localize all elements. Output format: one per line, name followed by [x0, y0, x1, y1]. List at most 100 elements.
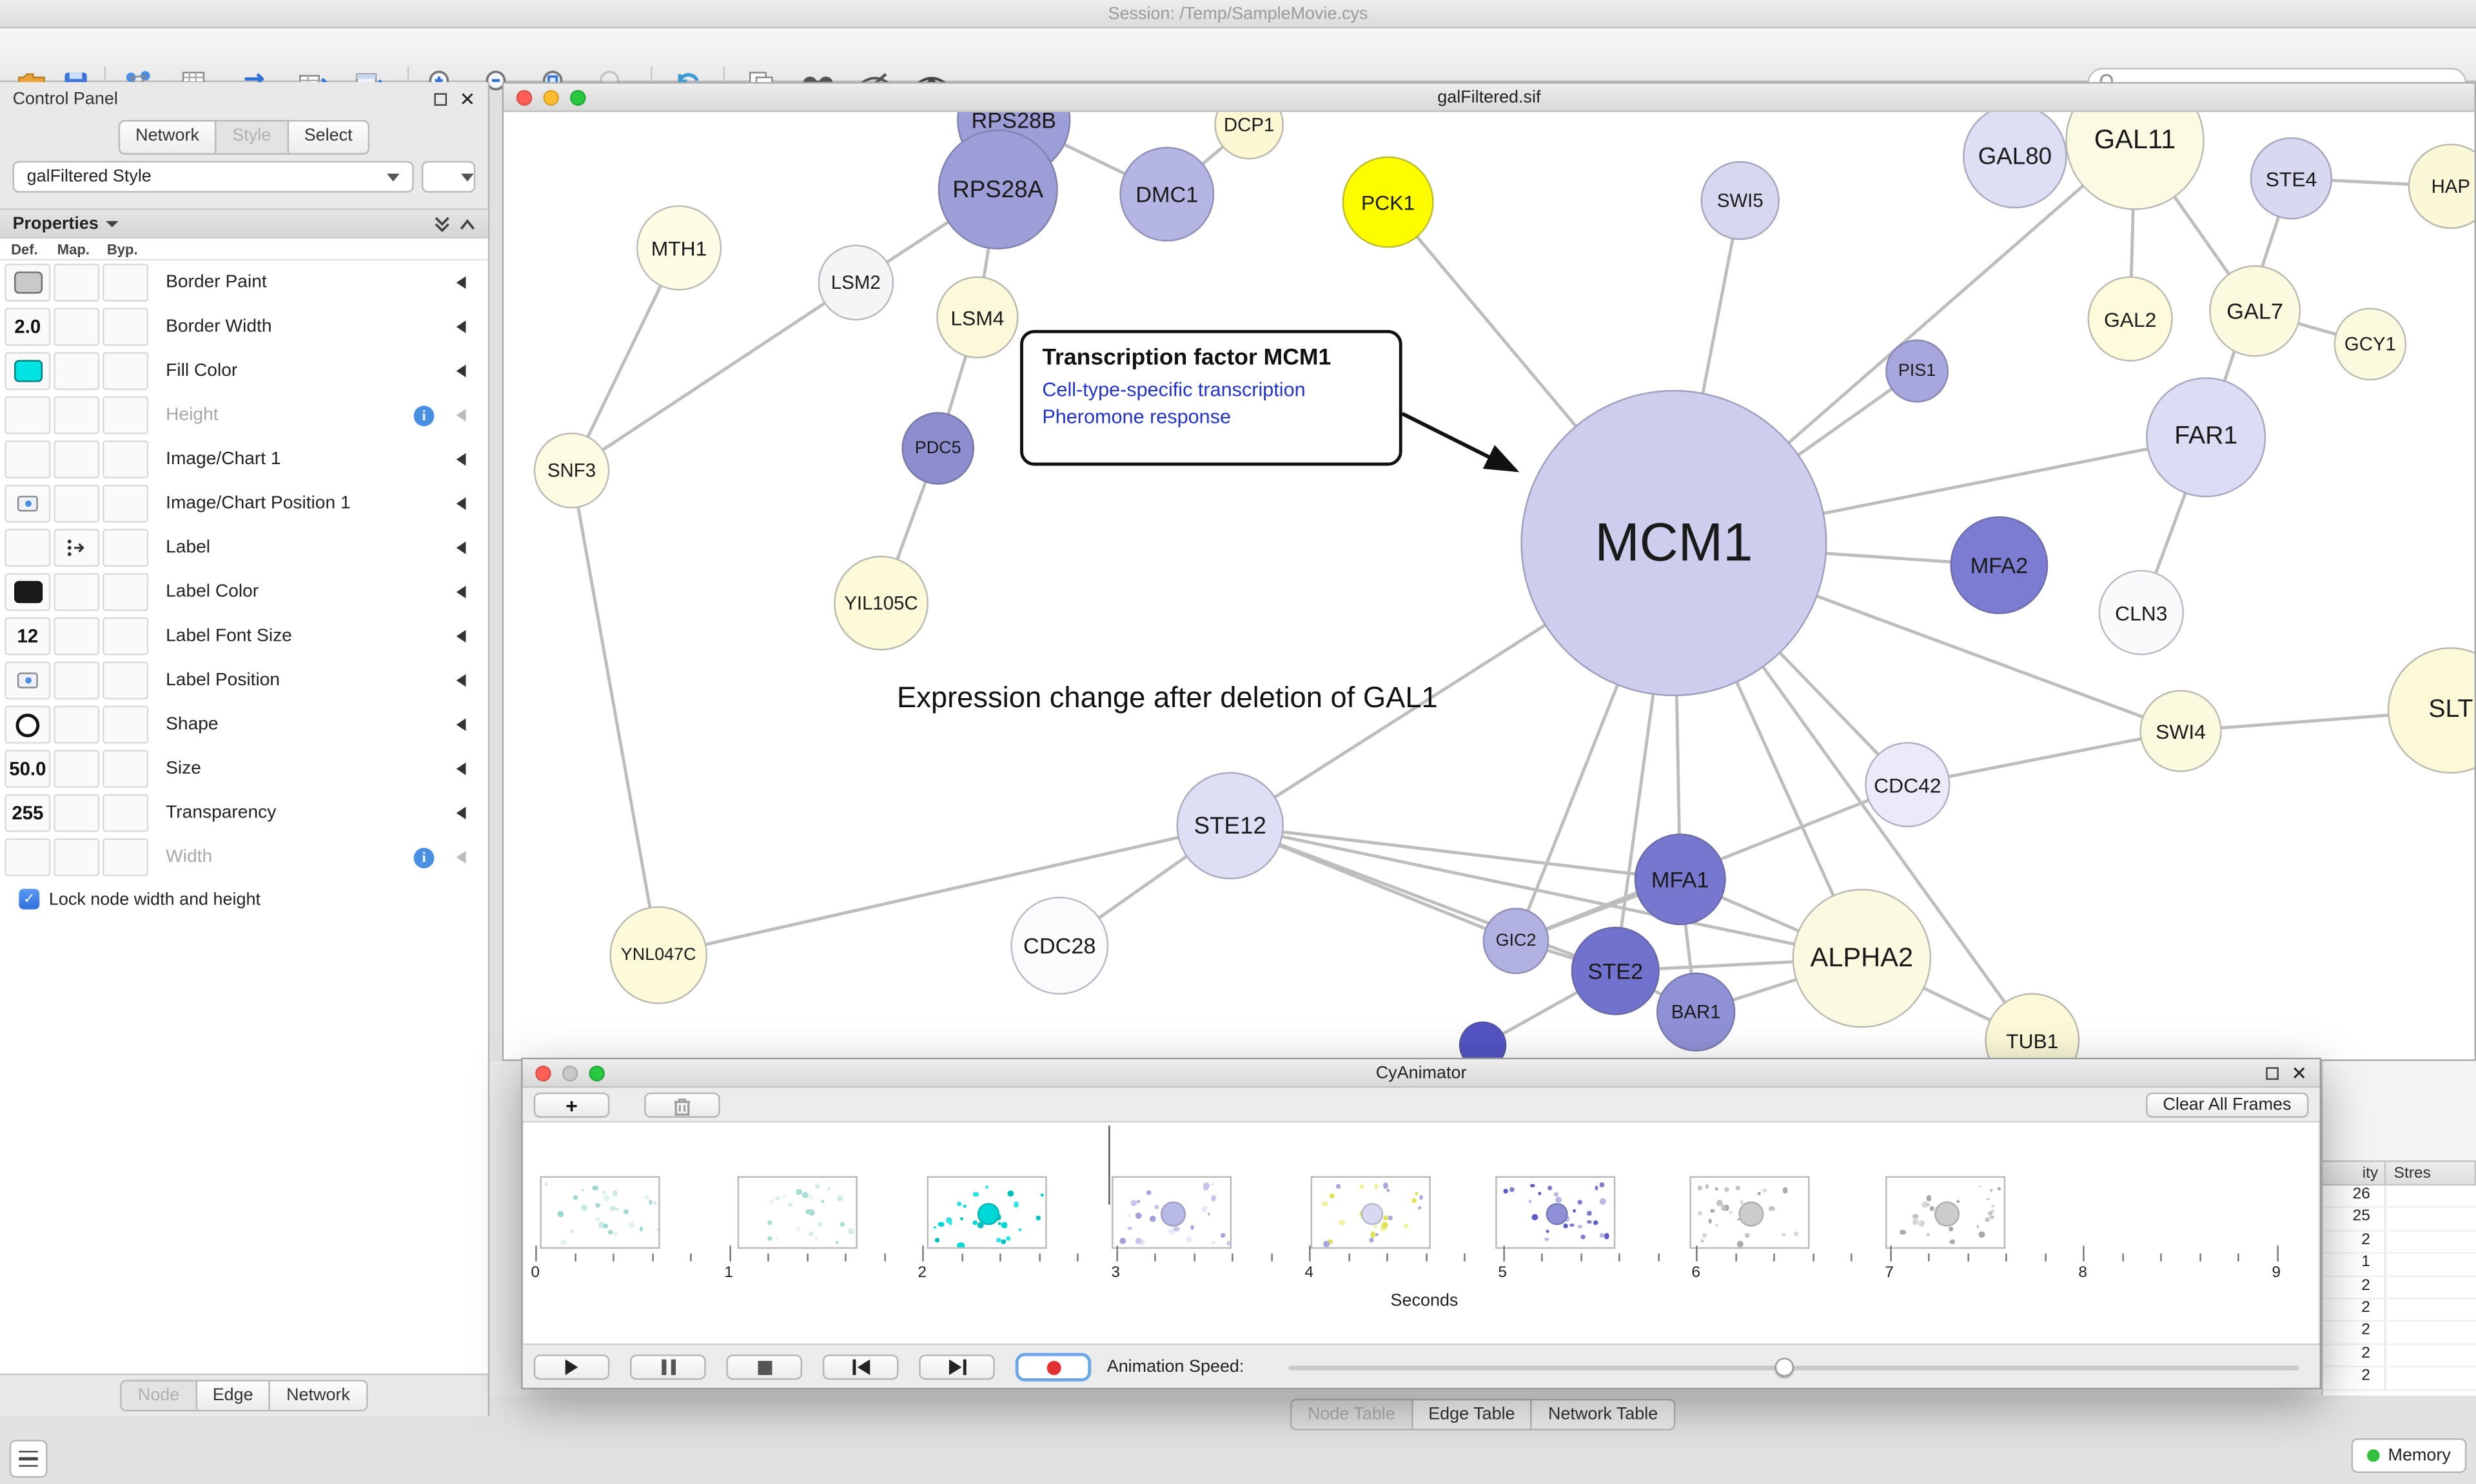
expand-row-icon[interactable] — [456, 674, 466, 687]
node-ste4[interactable]: STE4 — [2250, 137, 2333, 220]
node-alpha2[interactable]: ALPHA2 — [1792, 888, 1932, 1028]
node-bar1[interactable]: BAR1 — [1656, 972, 1736, 1052]
mapping-cell[interactable] — [54, 661, 100, 699]
property-row-image-chart-1[interactable]: Image/Chart 1 — [0, 437, 488, 482]
node-cln3[interactable]: CLN3 — [2098, 570, 2184, 656]
mapping-cell[interactable] — [54, 750, 100, 788]
node-gal2[interactable]: GAL2 — [2087, 276, 2173, 362]
command-panel-button[interactable] — [9, 1440, 48, 1478]
mapping-cell[interactable] — [54, 794, 100, 832]
bypass-cell[interactable] — [103, 838, 149, 877]
frame-thumbnail-5[interactable] — [1310, 1176, 1431, 1249]
minimize-window-icon[interactable] — [562, 1066, 578, 1082]
default-value-cell[interactable] — [5, 396, 51, 434]
node-mth1[interactable]: MTH1 — [636, 205, 722, 291]
collapse-all-icon[interactable] — [434, 214, 449, 233]
network-window-titlebar[interactable]: galFiltered.sif — [504, 83, 2475, 112]
record-button[interactable] — [1015, 1352, 1092, 1381]
expand-icon[interactable] — [460, 214, 475, 233]
property-row-label-position[interactable]: Label Position — [0, 658, 488, 703]
bypass-cell[interactable] — [103, 750, 149, 788]
default-value-cell[interactable] — [5, 263, 51, 302]
tab-network[interactable]: Network — [118, 120, 217, 155]
frame-thumbnail-2[interactable] — [737, 1176, 858, 1249]
mapping-cell[interactable] — [54, 308, 100, 346]
table-row[interactable]: 2 — [2323, 1231, 2476, 1254]
playhead[interactable] — [1108, 1126, 1110, 1205]
node-gal7[interactable]: GAL7 — [2209, 265, 2301, 357]
mapping-cell[interactable] — [54, 484, 100, 523]
mapping-cell[interactable] — [54, 572, 100, 611]
bypass-cell[interactable] — [103, 440, 149, 479]
mapping-cell[interactable] — [54, 705, 100, 744]
bypass-cell[interactable] — [103, 396, 149, 434]
bypass-cell[interactable] — [103, 484, 149, 523]
col-header-ity[interactable]: ity — [2323, 1160, 2386, 1186]
table-row[interactable]: 2 — [2323, 1344, 2476, 1368]
play-button[interactable] — [533, 1354, 610, 1380]
last-frame-button[interactable] — [919, 1354, 995, 1380]
node-swi5[interactable]: SWI5 — [1700, 161, 1780, 240]
mapping-cell[interactable] — [54, 396, 100, 434]
default-value-cell[interactable]: 2.0 — [5, 308, 51, 346]
mapping-cell[interactable] — [54, 352, 100, 390]
attr-tab-node[interactable]: Node — [120, 1380, 197, 1412]
property-row-shape[interactable]: Shape — [0, 703, 488, 747]
table-row[interactable]: 2 — [2323, 1367, 2476, 1391]
mapping-cell[interactable] — [54, 617, 100, 656]
node-mfa2[interactable]: MFA2 — [1950, 516, 2049, 614]
frame-thumbnail-4[interactable] — [1112, 1176, 1232, 1249]
style-options-button[interactable] — [421, 161, 476, 193]
mapping-cell[interactable] — [54, 263, 100, 302]
bypass-cell[interactable] — [103, 572, 149, 611]
node-pck1[interactable]: PCK1 — [1342, 156, 1434, 248]
minimize-window-icon[interactable] — [543, 90, 559, 106]
tab-select[interactable]: Select — [288, 120, 370, 155]
node-pdc5[interactable]: PDC5 — [901, 412, 975, 485]
frame-thumbnail-6[interactable] — [1495, 1176, 1616, 1249]
close-window-icon[interactable] — [535, 1066, 551, 1082]
table-row[interactable]: 2 — [2323, 1299, 2476, 1322]
cyanimator-titlebar[interactable]: CyAnimator ✕ — [522, 1059, 2320, 1088]
slider-thumb[interactable] — [1774, 1358, 1794, 1377]
node-unlabeled[interactable] — [1459, 1021, 1507, 1060]
default-value-cell[interactable] — [5, 661, 51, 699]
bypass-cell[interactable] — [103, 617, 149, 656]
expand-row-icon[interactable] — [456, 806, 466, 820]
style-selector[interactable]: galFiltered Style — [12, 161, 414, 193]
close-window-icon[interactable] — [516, 90, 533, 106]
table-tab-network-table[interactable]: Network Table — [1532, 1398, 1676, 1430]
bypass-cell[interactable] — [103, 705, 149, 744]
property-row-label-color[interactable]: Label Color — [0, 570, 488, 614]
stop-button[interactable] — [726, 1354, 803, 1380]
node-dmc1[interactable]: DMC1 — [1119, 146, 1215, 242]
attr-tab-edge[interactable]: Edge — [197, 1380, 271, 1412]
default-value-cell[interactable] — [5, 352, 51, 390]
bypass-cell[interactable] — [103, 794, 149, 832]
default-value-cell[interactable]: 255 — [5, 794, 51, 832]
default-value-cell[interactable] — [5, 440, 51, 479]
expand-row-icon[interactable] — [456, 453, 466, 466]
frame-thumbnail-8[interactable] — [1885, 1176, 2006, 1249]
expand-row-icon[interactable] — [456, 630, 466, 643]
table-row[interactable]: 2 — [2323, 1322, 2476, 1345]
default-value-cell[interactable] — [5, 838, 51, 877]
table-row[interactable]: 26 — [2323, 1186, 2476, 1209]
bypass-cell[interactable] — [103, 308, 149, 346]
node-rps28a[interactable]: RPS28A — [938, 129, 1058, 249]
annotation-box[interactable]: Transcription factor MCM1 Cell-type-spec… — [1020, 329, 1402, 466]
node-tub1[interactable]: TUB1 — [1985, 993, 2080, 1060]
table-row[interactable]: 2 — [2323, 1276, 2476, 1300]
table-tab-node-table[interactable]: Node Table — [1290, 1398, 1413, 1430]
node-lsm2[interactable]: LSM2 — [818, 244, 894, 321]
node-cdc28[interactable]: CDC28 — [1010, 897, 1109, 995]
node-yil105c[interactable]: YIL105C — [834, 556, 929, 650]
delete-frame-button[interactable] — [644, 1092, 720, 1118]
node-ste12[interactable]: STE12 — [1176, 772, 1284, 880]
